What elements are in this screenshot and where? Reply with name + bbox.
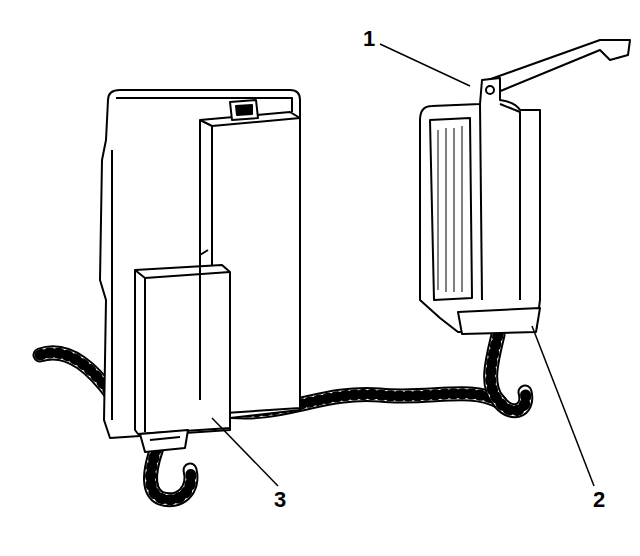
right-module bbox=[420, 40, 630, 334]
callout-number: 3 bbox=[273, 489, 287, 511]
callout-number: 1 bbox=[362, 28, 376, 50]
left-module bbox=[100, 90, 300, 452]
leader-line bbox=[212, 44, 594, 486]
callout-number: 2 bbox=[592, 489, 606, 511]
